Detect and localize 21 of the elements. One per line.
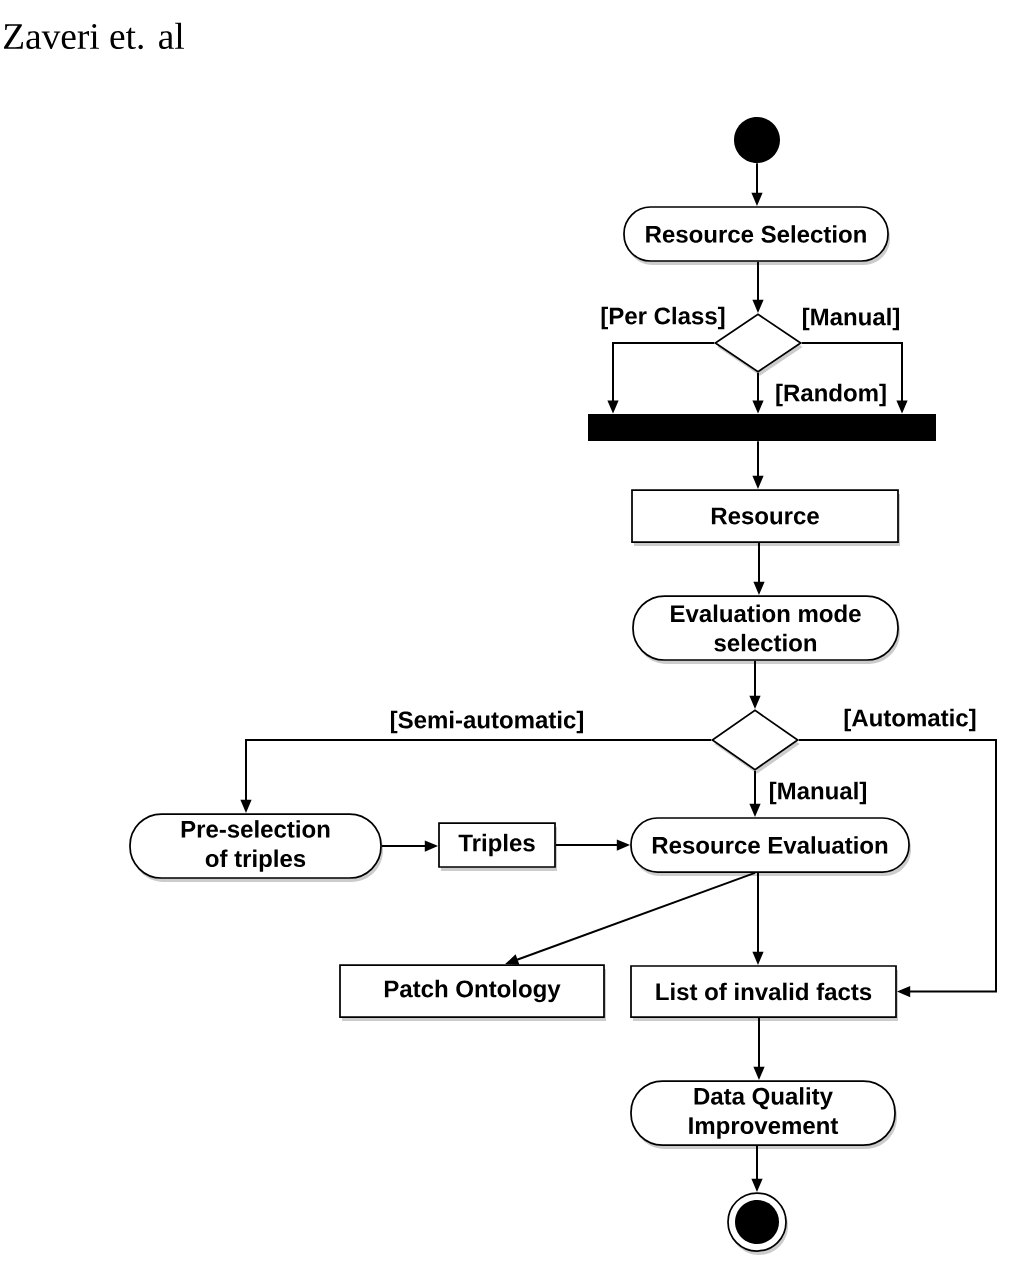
fork-bar — [588, 414, 936, 441]
running-header: Zaveri et. al — [4, 22, 184, 50]
guard-label: [Random] — [776, 383, 886, 407]
action-box: Resource Selection — [623, 206, 890, 265]
guard-label: [Manual] — [770, 781, 866, 805]
object-box: Resource — [631, 489, 900, 546]
action-box: Pre-selection of triples — [129, 813, 383, 882]
object-box: Triples — [438, 822, 557, 871]
end-circle — [727, 1192, 788, 1255]
decision-diamond — [710, 709, 800, 774]
arrow — [797, 739, 997, 998]
action-box: Evaluation mode selection — [632, 595, 900, 664]
object-box: List of invalid facts — [630, 965, 898, 1021]
action-box: Resource Evaluation — [630, 817, 911, 876]
object-box: Patch Ontology — [339, 964, 606, 1021]
guard-label: [Per Class] — [601, 306, 725, 330]
start-dot — [734, 117, 780, 163]
guard-label: [Automatic] — [844, 708, 976, 732]
guard-label: [Semi-automatic] — [391, 710, 583, 734]
guard-label: [Manual] — [803, 307, 899, 331]
action-box: Data Quality Improvement — [630, 1080, 897, 1149]
